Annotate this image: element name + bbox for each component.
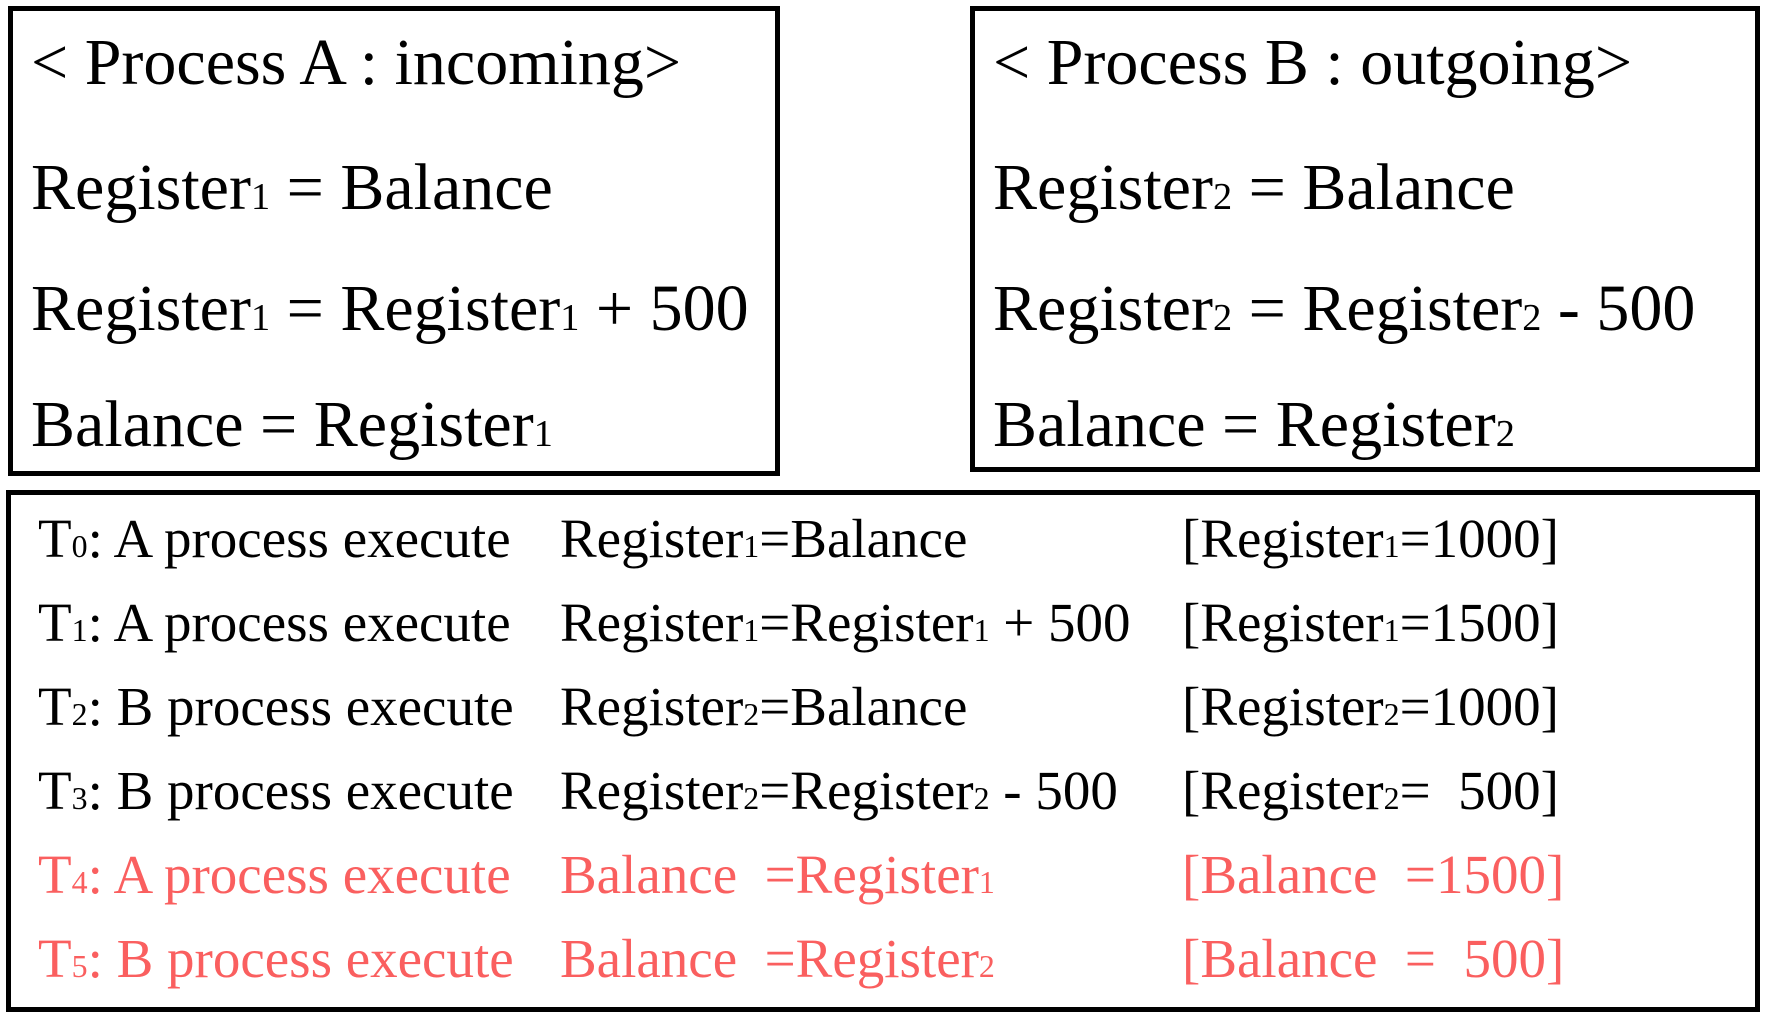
timeline-box: T0: A process execute Register1=Balance … bbox=[6, 490, 1760, 1012]
process-b-box: < Process B : outgoing> Register2 = Bala… bbox=[970, 6, 1760, 472]
timeline-row-statement: Register1=Balance bbox=[560, 507, 968, 569]
timeline-row-statement: Register1=Register1 + 500 bbox=[560, 591, 1131, 653]
timeline-row: T3: B process execute Register2=Register… bbox=[38, 748, 1755, 832]
timeline-row-label: T2: B process execute bbox=[38, 675, 514, 737]
timeline-row-highlighted: T5: B process execute Balance =Register2… bbox=[38, 916, 1755, 1000]
timeline-row-result: [Register2= 500] bbox=[1182, 759, 1559, 821]
timeline-row-statement: Balance =Register2 bbox=[560, 927, 995, 989]
timeline-row-label: T5: B process execute bbox=[38, 927, 514, 989]
timeline-row-statement: Register2=Register2 - 500 bbox=[560, 759, 1118, 821]
timeline-row-label: T3: B process execute bbox=[38, 759, 514, 821]
timeline-row-statement: Register2=Balance bbox=[560, 675, 968, 737]
process-b-statement-1: Register2 = Balance bbox=[993, 151, 1515, 224]
timeline-row: T0: A process execute Register1=Balance … bbox=[38, 496, 1755, 580]
timeline-row-label: T4: A process execute bbox=[38, 843, 511, 905]
timeline-row-label: T1: A process execute bbox=[38, 591, 511, 653]
process-a-statement-3: Balance = Register1 bbox=[31, 388, 553, 461]
process-a-box: < Process A : incoming> Register1 = Bala… bbox=[8, 6, 780, 476]
process-a-statement-2: Register1 = Register1 + 500 bbox=[31, 272, 749, 345]
timeline-row-result: [Balance = 500] bbox=[1182, 927, 1565, 989]
timeline-row: T1: A process execute Register1=Register… bbox=[38, 580, 1755, 664]
process-b-statement-3: Balance = Register2 bbox=[993, 388, 1515, 461]
timeline-row-statement: Balance =Register1 bbox=[560, 843, 995, 905]
timeline-row-result: [Register1=1500] bbox=[1182, 591, 1559, 653]
timeline-row-label: T0: A process execute bbox=[38, 507, 511, 569]
timeline-row-result: [Register1=1000] bbox=[1182, 507, 1559, 569]
process-b-title: < Process B : outgoing> bbox=[993, 26, 1633, 99]
process-b-statement-2: Register2 = Register2 - 500 bbox=[993, 272, 1696, 345]
timeline-row-result: [Register2=1000] bbox=[1182, 675, 1559, 737]
process-a-title: < Process A : incoming> bbox=[31, 26, 682, 99]
timeline-row: T2: B process execute Register2=Balance … bbox=[38, 664, 1755, 748]
timeline-row-result: [Balance =1500] bbox=[1182, 843, 1565, 905]
timeline-row-highlighted: T4: A process execute Balance =Register1… bbox=[38, 832, 1755, 916]
process-a-statement-1: Register1 = Balance bbox=[31, 151, 553, 224]
